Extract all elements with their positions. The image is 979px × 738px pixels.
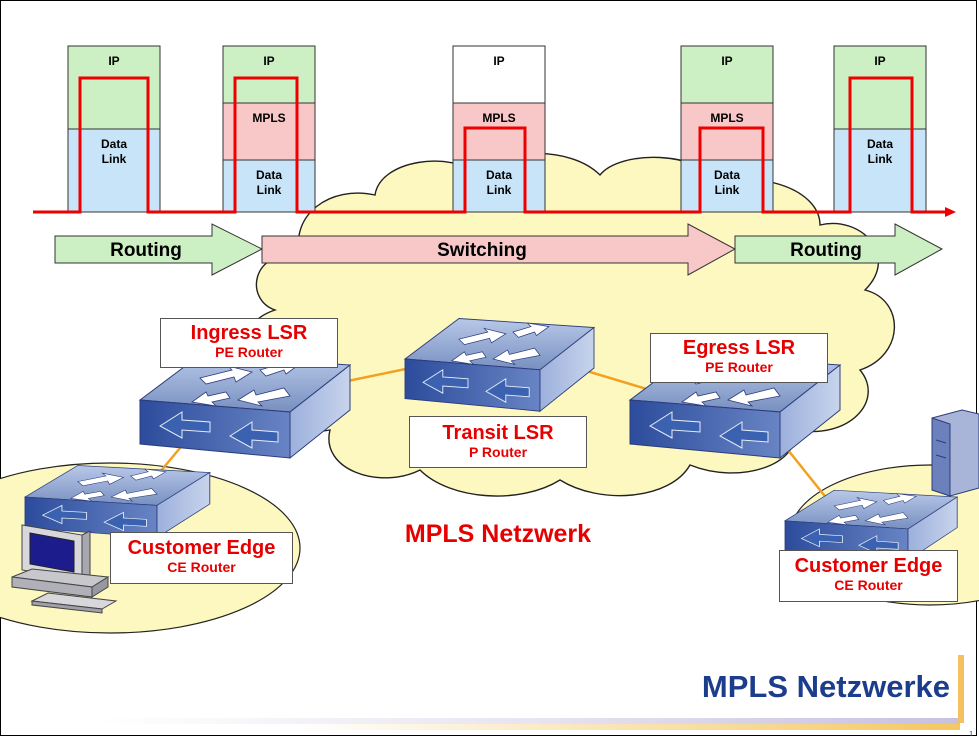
phase-arrows: Routing Switching Routing (54, 223, 944, 276)
footer-bar (100, 718, 960, 724)
routing-arrow-right (734, 223, 944, 276)
stack-layer-label: Link (257, 183, 282, 197)
stack-layer-label: Data (867, 137, 893, 151)
stack-layer-label: Data (256, 168, 282, 182)
stack-layer-label: IP (108, 54, 119, 68)
ingress-lsr-subtitle: PE Router (215, 344, 283, 360)
footer-accent-vertical (958, 655, 964, 723)
ce-left-title: Customer Edge (127, 537, 276, 559)
server-icon (931, 409, 979, 497)
ingress-lsr-title: Ingress LSR (190, 322, 308, 344)
stack-layer (680, 159, 774, 213)
stack-layer-label: Link (102, 152, 127, 166)
slide-title: MPLS Netzwerke (702, 669, 950, 704)
stack-layer-label: IP (721, 54, 732, 68)
stack-layer (452, 45, 546, 104)
stack-layer-label: Data (714, 168, 740, 182)
stack-layer-label: MPLS (710, 111, 743, 125)
stack-layer-label: Data (486, 168, 512, 182)
ce-right-title: Customer Edge (794, 555, 943, 577)
stack-layer (680, 45, 774, 104)
footer-bar-accent (300, 724, 960, 730)
ce-right-subtitle: CE Router (834, 577, 903, 593)
stack-layer-label: IP (263, 54, 274, 68)
ingress-lsr-switch-icon (139, 354, 351, 459)
transit-lsr-label: Transit LSR P Router (409, 416, 587, 468)
ce-left-subtitle: CE Router (167, 559, 236, 575)
packet-path (33, 76, 950, 214)
ingress-lsr-label: Ingress LSR PE Router (160, 318, 338, 368)
stack-layer-label: Link (715, 183, 740, 197)
routing-arrow-left (54, 223, 264, 276)
stack-layer (680, 102, 774, 161)
stack-layer-label: IP (493, 54, 504, 68)
packet-path-arrowhead (945, 207, 956, 217)
stack-layer (222, 159, 316, 213)
page-number: 1 (969, 731, 973, 738)
stack-layer (67, 128, 161, 213)
egress-lsr-label: Egress LSR PE Router (650, 333, 828, 383)
routing-right-label: Routing (790, 240, 862, 261)
ce-right-label: Customer Edge CE Router (779, 550, 958, 602)
stack-layer-label: MPLS (252, 111, 285, 125)
switching-arrow (261, 223, 737, 276)
egress-lsr-subtitle: PE Router (705, 359, 773, 375)
transit-lsr-title: Transit LSR (442, 422, 554, 444)
stack-layer (452, 159, 546, 213)
stack-layer-label: MPLS (482, 111, 515, 125)
stack-layer-label: Data (101, 137, 127, 151)
network-label: MPLS Netzwerk (405, 520, 591, 548)
routing-left-label: Routing (110, 240, 182, 261)
stack-layer (222, 45, 316, 104)
egress-lsr-title: Egress LSR (682, 337, 796, 359)
stack-layer-label: Link (868, 152, 893, 166)
switching-label: Switching (437, 240, 527, 261)
ce-left-label: Customer Edge CE Router (110, 532, 293, 584)
transit-lsr-subtitle: P Router (468, 444, 528, 460)
stack-layer-label: Link (487, 183, 512, 197)
stack-layer (452, 102, 546, 161)
stack-layer-label: IP (874, 54, 885, 68)
stack-layer (222, 102, 316, 161)
